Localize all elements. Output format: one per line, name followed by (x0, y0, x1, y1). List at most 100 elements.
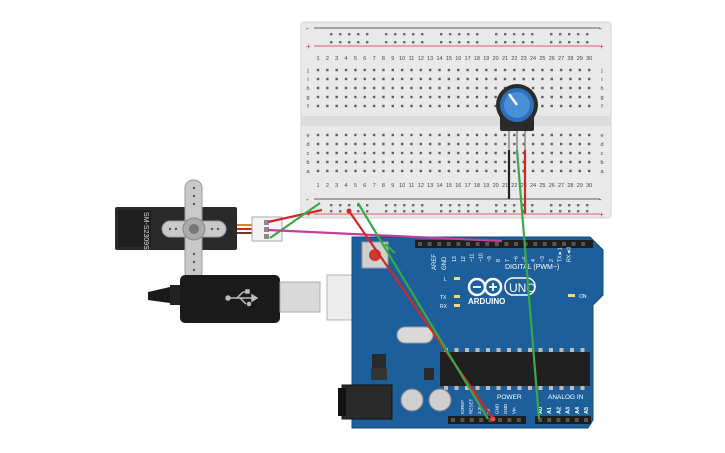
wire-servo-ground[interactable] (269, 202, 321, 239)
breadboard-hole (354, 142, 357, 146)
breadboard-hole (382, 104, 385, 108)
breadboard-hole (587, 151, 591, 155)
breadboard-hole (587, 142, 591, 146)
breadboard-hole (457, 68, 460, 72)
rail-hole (476, 204, 479, 207)
header-hole (571, 242, 576, 246)
breadboard-hole (419, 133, 423, 137)
wire-pot-signal[interactable] (515, 149, 541, 420)
digital-pin-label: TX►1 (558, 247, 564, 262)
breadboard-hole (522, 151, 525, 155)
breadboard-hole (438, 169, 441, 173)
wire-servo-power[interactable] (267, 208, 323, 224)
rail-hole (531, 204, 534, 207)
header-hole (485, 242, 490, 246)
rail-minus-label-bottom-right: - (599, 195, 602, 204)
row-letter: h (306, 86, 309, 92)
row-letter: a (600, 169, 604, 175)
wire-servo-signal[interactable] (267, 228, 503, 243)
chip-pin (580, 386, 585, 390)
chip-pin (496, 386, 501, 390)
rail-hole (513, 41, 516, 44)
chip-pin (549, 348, 553, 352)
breadboard-hole (513, 160, 516, 164)
rail-minus-label: - (306, 24, 309, 33)
row-letter: d (306, 142, 309, 148)
rail-hole (586, 204, 589, 207)
breadboard-hole (475, 86, 479, 90)
rail-hole (366, 204, 369, 207)
wire-gnd[interactable] (357, 202, 489, 420)
wire-5v[interactable] (348, 210, 494, 420)
breadboard-hole (494, 169, 497, 173)
row-letter: f (307, 104, 309, 110)
rail-hole (385, 204, 388, 207)
breadboard-hole (485, 104, 488, 108)
power-pin-label: 3.3V (477, 404, 482, 414)
breadboard-hole (550, 133, 553, 137)
rail-hole (449, 33, 452, 36)
rail-hole (339, 33, 342, 36)
breadboard-hole (372, 151, 376, 155)
top-rail-holes (330, 33, 589, 44)
rail-hole (522, 41, 525, 44)
breadboard-hole (326, 104, 329, 108)
breadboard-hole (578, 95, 581, 99)
breadboard-hole (316, 104, 320, 108)
breadboard-hole (354, 133, 357, 137)
breadboard-hole (485, 142, 488, 146)
breadboard-hole (363, 142, 366, 146)
rail-hole (394, 33, 397, 36)
rail-hole (412, 210, 415, 213)
breadboard-hole (475, 169, 479, 173)
breadboard-hole (559, 142, 563, 146)
breadboard-hole (494, 95, 497, 99)
servo-motor[interactable]: SM-S2309S (115, 179, 283, 281)
header-hole (437, 242, 442, 246)
breadboard-hole (335, 68, 338, 72)
column-number: 24 (530, 183, 536, 189)
header-hole (504, 242, 509, 246)
breadboard-hole (466, 77, 469, 81)
rail-hole (586, 210, 589, 213)
breadboard-hole (522, 169, 525, 173)
breadboard-hole (438, 77, 441, 81)
breadboard-hole (429, 68, 432, 72)
breadboard-hole (541, 77, 544, 81)
rail-hole (513, 204, 516, 207)
breadboard-hole (587, 133, 591, 137)
chip-pin (517, 386, 522, 390)
column-number: 26 (549, 183, 555, 189)
breadboard-hole (391, 169, 394, 173)
rail-hole (403, 33, 406, 36)
rail-hole (339, 210, 342, 213)
rail-hole (348, 204, 351, 207)
rail-hole (412, 33, 415, 36)
breadboard-hole (354, 151, 357, 155)
analog-header-label: ANALOG IN (548, 394, 584, 401)
usb-cable[interactable] (148, 274, 388, 323)
chip-pin (486, 348, 490, 352)
breadboard-hole (457, 77, 460, 81)
column-number: 3 (335, 56, 338, 62)
header-hole (469, 418, 474, 422)
header-hole (451, 418, 455, 422)
breadboard-hole (485, 133, 488, 137)
breadboard-hole (531, 151, 535, 155)
breadboard-hole (344, 95, 348, 99)
potentiometer[interactable] (496, 84, 538, 150)
breadboard-hole (485, 86, 488, 90)
breadboard-hole (326, 95, 329, 99)
breadboard-hole (326, 68, 329, 72)
header-hole (581, 242, 586, 246)
column-number: 16 (455, 183, 461, 189)
microcontroller-chip (440, 352, 590, 386)
header-hole (516, 418, 521, 422)
breadboard-hole (587, 104, 591, 108)
breadboard-hole (363, 169, 366, 173)
rail-hole (550, 41, 553, 44)
